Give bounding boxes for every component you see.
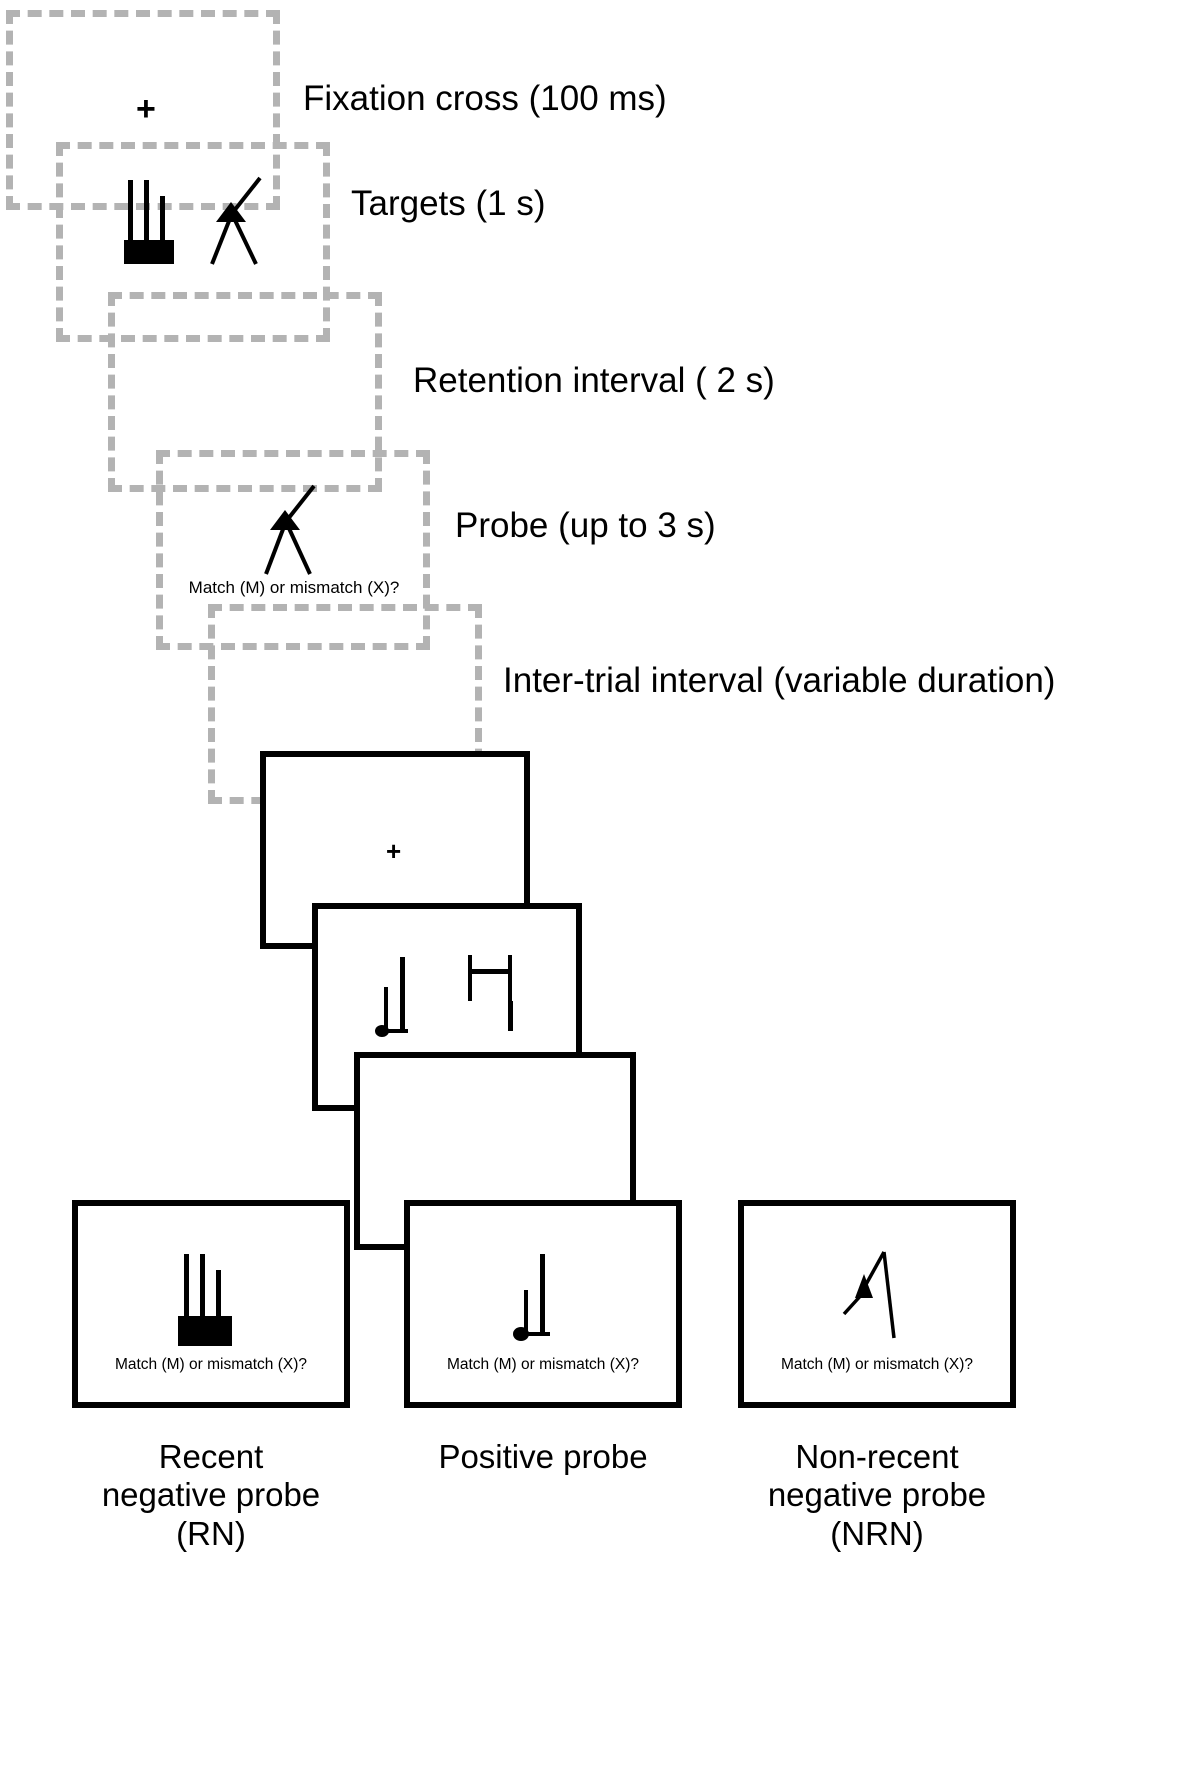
condition-caption-line: (RN) <box>176 1514 246 1552</box>
fixation-cross-screen: + <box>386 836 402 866</box>
condition-caption-line: negative probe <box>767 1476 987 1514</box>
probe-shape-recent-negative <box>178 1254 252 1346</box>
fixation-cross-schematic: + <box>136 90 156 128</box>
schematic-frame-targets <box>56 142 330 342</box>
screen-target-stimulus-b <box>460 955 522 1041</box>
probe-prompt-non-recent-negative: Match (M) or mismatch (X)? <box>780 1356 974 1373</box>
condition-caption-line: negative probe <box>101 1476 321 1514</box>
screen-target-stimulus-a <box>375 955 432 1041</box>
target-stimulus-a <box>124 178 194 264</box>
probe-shape-non-recent-negative <box>840 1251 918 1346</box>
probe-prompt-schematic: Match (M) or mismatch (X)? <box>188 578 400 597</box>
probe-prompt-recent-negative: Match (M) or mismatch (X)? <box>114 1356 308 1373</box>
stage-label-iti: Inter-trial interval (variable duration) <box>503 661 1056 700</box>
condition-caption-positive: Positive probe <box>394 1438 692 1476</box>
condition-caption-line: Recent <box>158 1438 264 1475</box>
probe-shape-positive <box>512 1254 576 1346</box>
probe-box-recent-negative <box>72 1200 350 1408</box>
probe-stimulus-schematic <box>258 484 328 576</box>
stage-label-fixation: Fixation cross (100 ms) <box>303 79 667 118</box>
probe-prompt-positive: Match (M) or mismatch (X)? <box>446 1356 640 1373</box>
schematic-frame-retention <box>108 292 382 492</box>
schematic-frame-probe <box>156 450 430 650</box>
condition-caption-line: Positive probe <box>438 1438 648 1475</box>
target-stimulus-b <box>204 176 274 266</box>
condition-caption-non-recent-negative: Non-recent negative probe (NRN) <box>728 1438 1026 1553</box>
stage-label-targets: Targets (1 s) <box>351 184 546 223</box>
probe-box-non-recent-negative <box>738 1200 1016 1408</box>
condition-caption-line: (NRN) <box>830 1514 924 1552</box>
stage-label-probe: Probe (up to 3 s) <box>455 506 716 545</box>
condition-caption-recent-negative: Recent negative probe (RN) <box>62 1438 360 1553</box>
condition-caption-line: Non-recent <box>795 1438 959 1475</box>
schematic-frame-fixation <box>6 10 280 210</box>
stage-label-retention: Retention interval ( 2 s) <box>413 361 775 400</box>
